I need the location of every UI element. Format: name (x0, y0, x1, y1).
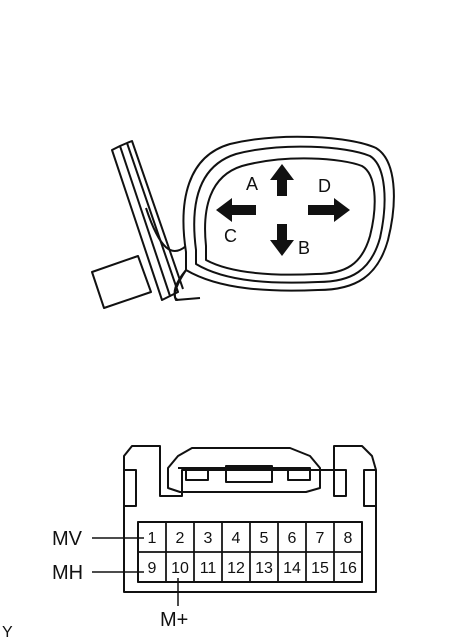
direction-arrows (216, 164, 350, 256)
arrow-right-icon (308, 198, 350, 222)
direction-label-c: C (224, 226, 237, 246)
arrow-up-icon (270, 164, 294, 196)
mounting-stud (91, 255, 152, 309)
pin-number: 9 (148, 560, 157, 577)
pin-number: 16 (339, 560, 357, 577)
pin-number: 10 (171, 560, 189, 577)
corner-mark: Y (2, 624, 13, 641)
pin-grid (137, 521, 363, 583)
lock-window-center (225, 465, 273, 483)
connector-lock-tab (167, 447, 321, 493)
connector-shoulder-right (363, 469, 376, 507)
connector-outer (123, 445, 377, 593)
pin-numbers-row1: 1 2 3 4 5 6 7 8 (148, 530, 353, 547)
mirror-housing-outer (182, 135, 395, 292)
wire-label-mh: MH (52, 562, 83, 584)
pin-number: 13 (255, 560, 273, 577)
pin-number: 2 (176, 530, 185, 547)
arrow-left-icon (216, 198, 256, 222)
housing-lower-curve (173, 269, 201, 301)
pin-number: 14 (283, 560, 301, 577)
pin-number: 15 (311, 560, 329, 577)
pin-number: 1 (148, 530, 157, 547)
lock-window-left (185, 467, 209, 481)
leader-lines (92, 537, 179, 606)
mirror-housing-inner (193, 145, 386, 284)
pin-number: 5 (260, 530, 269, 547)
pin-cell-16 (333, 551, 363, 583)
mirror-base-edge (126, 140, 184, 290)
lock-window-right (287, 467, 311, 481)
arrow-down-icon (270, 224, 294, 256)
direction-label-d: D (318, 176, 331, 196)
pin-number: 6 (288, 530, 297, 547)
pin-number: 8 (344, 530, 353, 547)
pin-number: 11 (200, 560, 217, 577)
pin-numbers-row2: 9 10 11 12 13 14 15 16 (148, 560, 357, 577)
direction-label-b: B (298, 238, 310, 258)
direction-label-a: A (246, 174, 258, 194)
connector-shoulder-left (124, 469, 137, 507)
pin-number: 7 (316, 530, 325, 547)
pin-number: 12 (227, 560, 245, 577)
pin-number: 3 (204, 530, 213, 547)
wire-label-mv: MV (52, 528, 83, 550)
wire-label-mplus: M+ (160, 609, 188, 631)
mirror-assembly (91, 135, 395, 309)
pin-number: 4 (232, 530, 241, 547)
mirror-glass (204, 157, 376, 276)
